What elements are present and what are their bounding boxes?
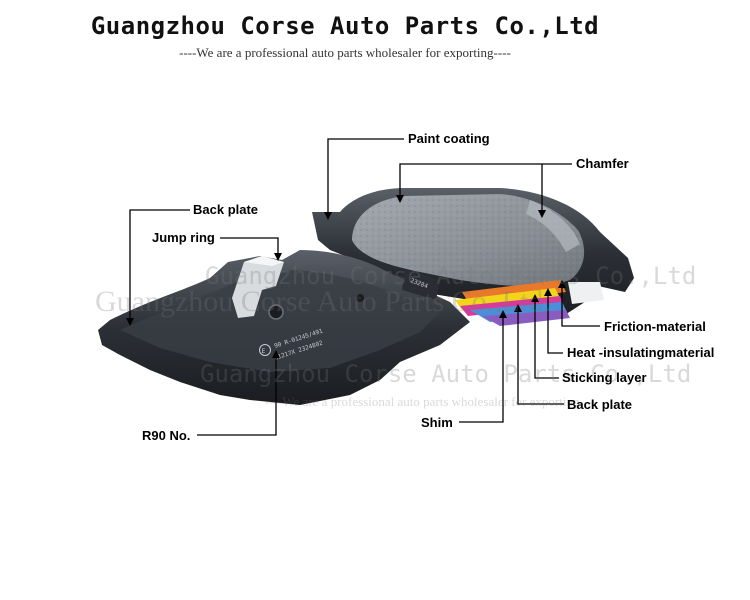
label-jump-ring: Jump ring [152,230,215,245]
e-mark-symbol [259,344,271,356]
label-sticking-layer: Sticking layer [562,370,647,385]
wear-indicator-hole [268,304,284,320]
label-friction-material: Friction-material [604,319,706,334]
watermark-line-2: Guangzhou Corse Auto Parts Co.,Ltd. [95,285,551,318]
watermark-line-4: ----We are a professional auto parts who… [265,394,597,409]
watermark-line-1: Guangzhou Corse Auto Parts Co.,Ltd [205,262,697,290]
label-shim: Shim [421,415,453,430]
label-back-plate-top: Back plate [193,202,259,217]
watermark-line-3: Guangzhou Corse Auto Parts Co.,Ltd [200,360,692,388]
company-title: Guangzhou Corse Auto Parts Co.,Ltd [90,12,600,40]
label-r90-no: R90 No. [142,428,191,443]
svg-text:E: E [262,348,266,355]
jump-ring-clip [232,256,284,318]
label-chamfer: Chamfer [576,156,629,171]
label-heat-insulating: Heat -insulatingmaterial [567,345,715,360]
layer-white [568,282,604,304]
label-back-plate-bottom: Back plate [567,397,633,412]
rear-pad-side-label [402,270,440,300]
company-tagline: ----We are a professional auto parts who… [179,45,511,60]
label-paint-coating: Paint coating [408,131,490,146]
